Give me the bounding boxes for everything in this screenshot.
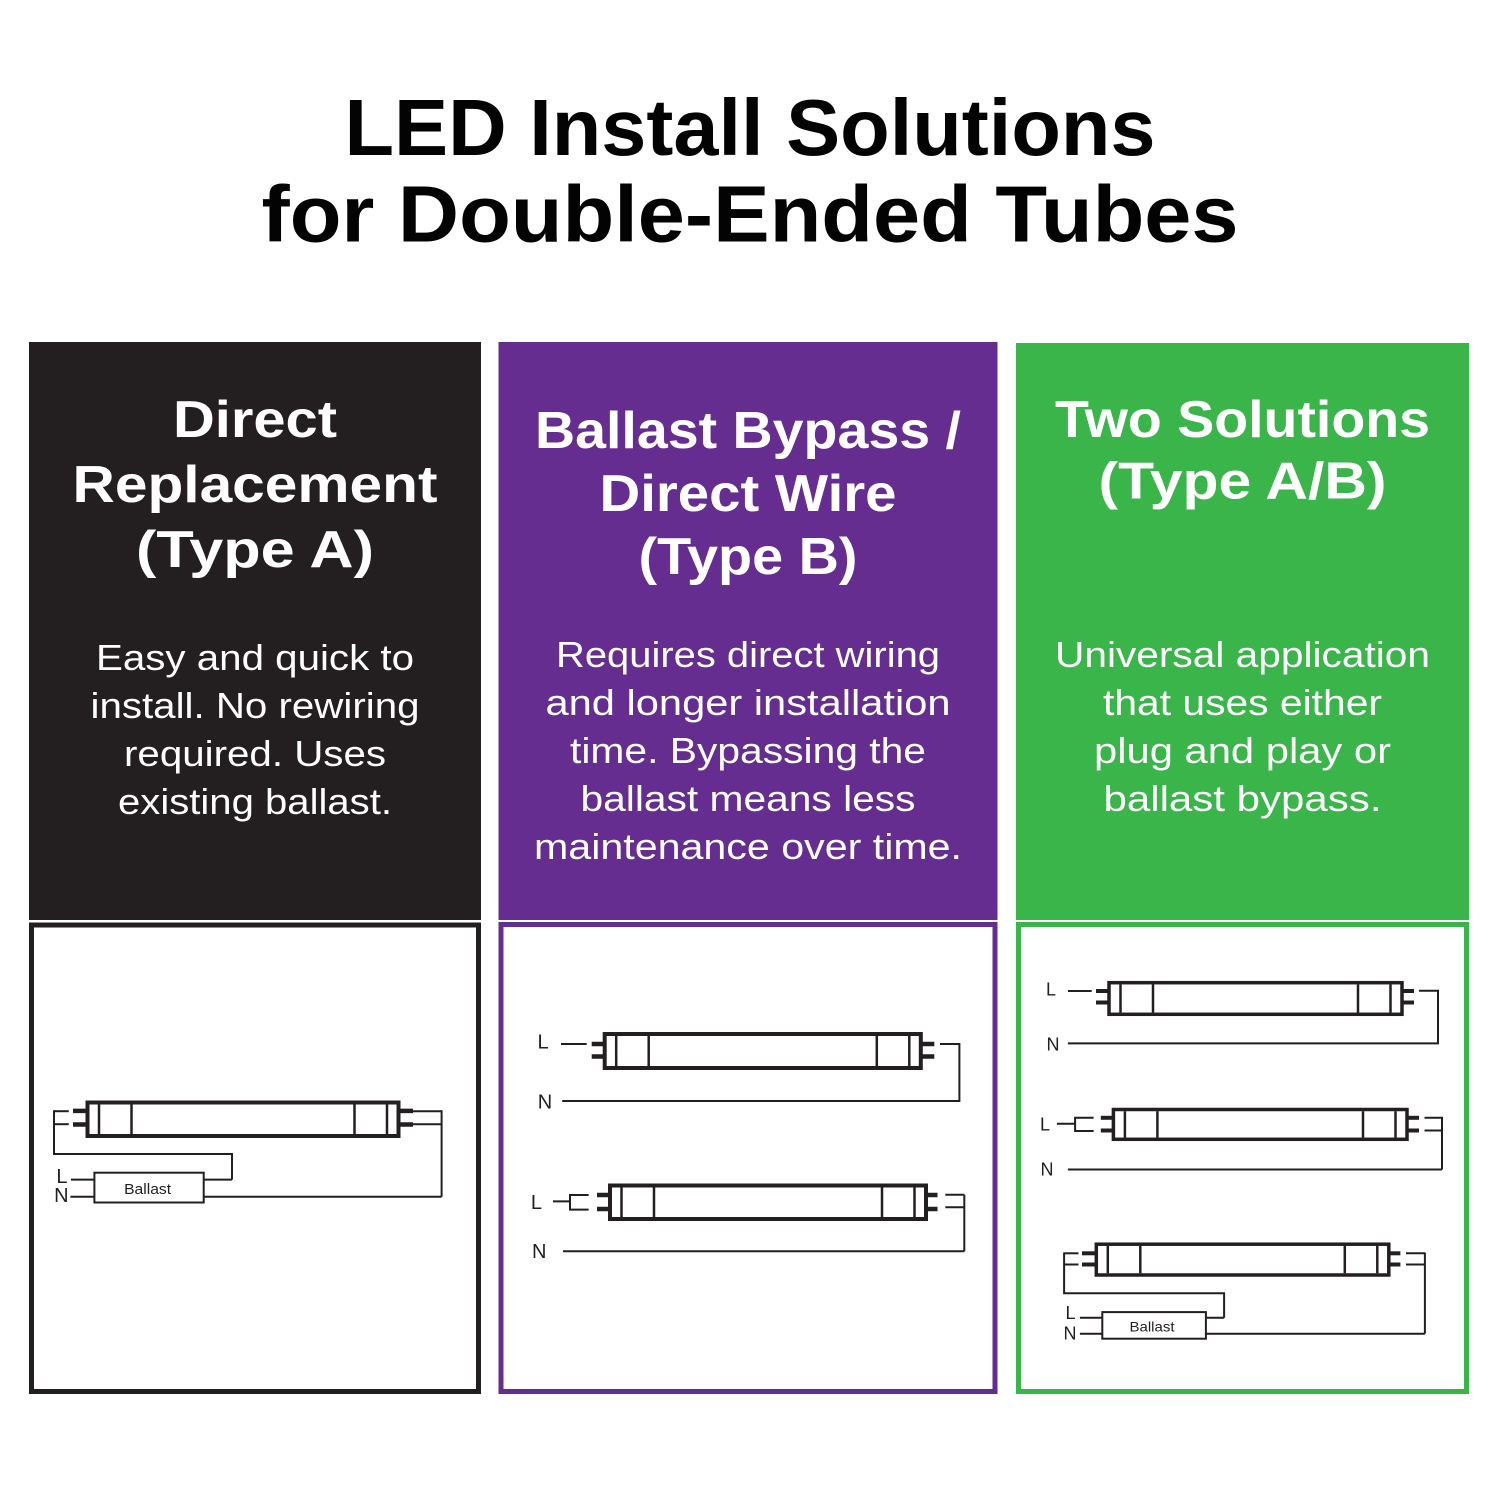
svg-text:ballast means less: ballast means less (581, 778, 916, 819)
svg-text:L: L (537, 1032, 548, 1054)
svg-text:L: L (56, 1166, 67, 1188)
svg-text:maintenance over time.: maintenance over time. (534, 826, 962, 867)
svg-text:and longer installation: and longer installation (546, 682, 951, 723)
svg-text:install. No rewiring: install. No rewiring (91, 685, 420, 726)
svg-text:Ballast: Ballast (1130, 1319, 1175, 1335)
svg-text:N: N (538, 1091, 552, 1113)
svg-text:N: N (1047, 1035, 1060, 1055)
svg-text:plug and play or: plug and play or (1094, 730, 1391, 771)
svg-text:L: L (1040, 1114, 1050, 1134)
svg-text:(Type A/B): (Type A/B) (1099, 453, 1387, 511)
svg-text:L: L (531, 1192, 542, 1214)
svg-text:Direct: Direct (173, 391, 337, 449)
svg-text:Universal application: Universal application (1055, 634, 1430, 675)
svg-text:N: N (1041, 1159, 1054, 1179)
svg-text:LED Install Solutions: LED Install Solutions (345, 83, 1156, 172)
svg-text:Easy and quick to: Easy and quick to (96, 637, 414, 678)
svg-text:L: L (1046, 979, 1056, 999)
svg-text:Direct Wire: Direct Wire (600, 465, 897, 523)
svg-text:(Type A): (Type A) (136, 521, 374, 579)
svg-text:N: N (532, 1241, 546, 1263)
svg-text:for Double-Ended Tubes: for Double-Ended Tubes (262, 170, 1239, 259)
svg-text:Replacement: Replacement (73, 456, 438, 514)
svg-text:N: N (1064, 1323, 1077, 1343)
svg-text:(Type B): (Type B) (639, 528, 858, 586)
svg-text:L: L (1065, 1303, 1075, 1323)
svg-text:required. Uses: required. Uses (124, 733, 386, 774)
svg-text:that uses either: that uses either (1103, 682, 1382, 723)
svg-text:Requires direct wiring: Requires direct wiring (556, 634, 940, 675)
svg-text:existing ballast.: existing ballast. (118, 781, 392, 822)
svg-text:time. Bypassing the: time. Bypassing the (570, 730, 926, 771)
svg-text:ballast bypass.: ballast bypass. (1104, 778, 1382, 819)
svg-text:Two Solutions: Two Solutions (1055, 391, 1430, 449)
svg-text:Ballast Bypass /: Ballast Bypass / (535, 402, 961, 460)
svg-text:Ballast: Ballast (124, 1181, 172, 1198)
svg-text:N: N (54, 1185, 68, 1207)
